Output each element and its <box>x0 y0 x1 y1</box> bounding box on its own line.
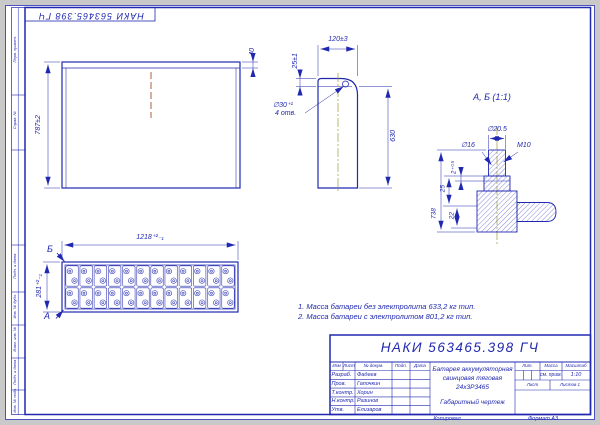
name-utv: Елизаров <box>357 407 382 414</box>
plan-dim-281 <box>43 261 60 313</box>
desc-line-3: 24х3Р3465 <box>456 384 489 391</box>
role-razrab: Разраб. <box>331 372 352 378</box>
front-flange-dim-label: 40 <box>249 47 257 56</box>
front-dim-787 <box>44 61 60 189</box>
lit-label: Лит. <box>522 363 533 368</box>
side-height-dim-label: 630 <box>390 130 398 142</box>
strip-label-sprav-no: Справ. № <box>11 111 17 130</box>
side-hole-dia-label: ∅30⁺¹ <box>273 102 293 109</box>
desc-line-4: Габаритный чертеж <box>440 399 505 406</box>
role-prov: Пров. <box>331 380 347 387</box>
desc-line-2: свинцовая тяговая <box>442 375 503 382</box>
detail-left-dims <box>437 149 486 233</box>
mass-value: см. прим. <box>540 371 562 378</box>
section-marker-b: Б <box>47 244 53 254</box>
detail-dia-inner-label: ∅16 <box>461 142 475 149</box>
side-hole <box>342 80 349 88</box>
dia16-leader <box>481 151 492 166</box>
side-view <box>296 45 392 193</box>
left-strip-dividers <box>11 94 25 391</box>
section-marker-a: А <box>44 311 51 321</box>
plan-view <box>43 241 239 319</box>
header-izm: Изм <box>332 363 341 368</box>
side-hole-qty-label: 4 отв. <box>275 110 297 117</box>
terminal-bushing <box>476 190 518 233</box>
mass-label: Масса <box>544 363 558 368</box>
side-dim-120 <box>317 45 358 76</box>
detail-dim-dia205 <box>488 135 506 149</box>
detail-738-dim-label: 738 <box>430 208 438 220</box>
side-hole-leader <box>304 86 344 114</box>
side-dim-630 <box>359 86 392 189</box>
name-tkontr: Хорин <box>357 389 373 396</box>
side-top-dim-label: 25±1 <box>292 53 300 69</box>
format-label: Формат А3 <box>527 415 559 422</box>
detail-25-dim-label: 25 <box>439 184 447 193</box>
sheet-frame <box>5 5 595 420</box>
desc-line-1: Батарея аккумуляторная <box>432 366 513 373</box>
front-dim-40 <box>242 52 258 78</box>
scale-value: 1:10 <box>570 372 582 378</box>
terminal-sleeve <box>516 202 557 222</box>
front-height-dim-label: 787±2 <box>35 114 43 135</box>
front-view <box>44 52 258 189</box>
strip-label-inv-podl: Инв. № подл. <box>11 387 17 413</box>
header-data: Дата <box>414 363 426 368</box>
name-razrab: Фадеев <box>357 372 377 378</box>
sheets-label: Листов 1 <box>559 381 581 387</box>
title-block-doc-number: НАКИ 563465.398 ГЧ <box>380 340 540 355</box>
detail-thread-label: М10 <box>517 142 531 149</box>
header-doc: № докум. <box>363 363 384 368</box>
note-line-2: 2. Масса батареи с электролитом 801,2 кг… <box>298 312 473 321</box>
name-nkontr: Разинов <box>357 398 379 405</box>
strip-label-podp-data-1: Подп. и дата <box>11 253 17 279</box>
plan-length-dim-label: 1218⁺²₋₁ <box>136 234 164 241</box>
detail-dia-outer-label: ∅20.5 <box>487 126 507 133</box>
scale-label: Масштаб <box>565 363 587 368</box>
name-prov: Гапочкин <box>357 380 381 387</box>
marker-b-arrow <box>56 252 65 262</box>
side-dim-25 <box>296 69 316 96</box>
cell-grid <box>64 264 236 310</box>
stamp-box <box>24 7 156 22</box>
corner-stamp-number: НАКИ 563465.398 ГЧ <box>38 11 144 21</box>
terminal-collar <box>483 175 511 192</box>
detail-lip-dim-label: 2⁺⁰·⁵ <box>451 160 458 175</box>
side-width-dim-label: 120±3 <box>328 36 348 43</box>
strip-label-perv-primen: Перв. примен. <box>11 35 17 63</box>
header-list: Лист <box>343 363 355 368</box>
detail-view <box>437 126 557 246</box>
detail-title: А, Б (1:1) <box>473 92 511 102</box>
role-tkontr: Т.контр. <box>331 389 354 396</box>
plan-dim-1218 <box>61 241 239 260</box>
detail-22-dim-label: 22 <box>448 211 456 220</box>
plan-width-dim-label: 281⁺²₋₁ <box>36 274 44 298</box>
terminal-post <box>488 149 506 177</box>
m10-leader <box>503 151 519 163</box>
marker-a-arrow <box>55 309 64 319</box>
header-podp: Подп. <box>395 363 407 368</box>
sheet-label: Лист <box>526 381 539 387</box>
copied-label: Копировал <box>433 415 461 422</box>
title-block-grid <box>329 334 592 416</box>
role-utv: Утв. <box>331 407 345 414</box>
role-nkontr: Н.контр. <box>331 398 355 405</box>
note-line-1: 1. Масса батареи без электролита 633,2 к… <box>298 302 476 311</box>
